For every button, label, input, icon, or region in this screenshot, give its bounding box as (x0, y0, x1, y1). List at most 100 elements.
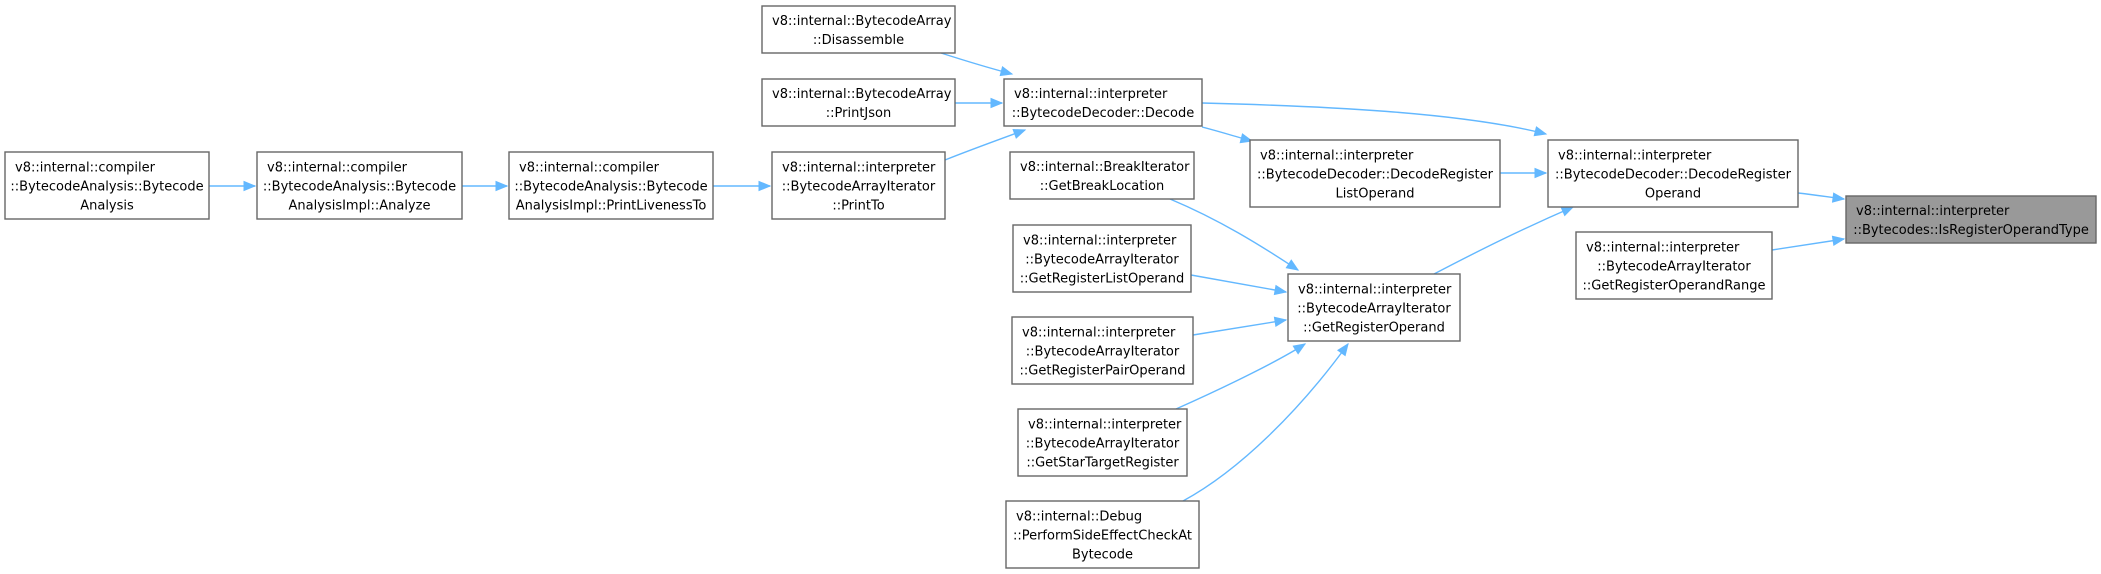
node-label-line: v8::internal::BytecodeArray (772, 14, 952, 29)
node-decoder-decode[interactable]: v8::internal::interpreter::BytecodeDecod… (1003, 78, 1203, 127)
node-get-register-list-operand[interactable]: v8::internal::interpreter::BytecodeArray… (1012, 224, 1192, 293)
node-label-line: ::GetStarTargetRegister (1026, 456, 1179, 471)
node-label-line: ::BytecodeArrayIterator (1597, 260, 1751, 275)
node-label-line: v8::internal::interpreter (1856, 204, 2010, 219)
node-label-line: v8::internal::interpreter (1558, 149, 1712, 164)
edge-print_liveness_to-to-print_to (713, 180, 772, 192)
node-label-line: ::GetBreakLocation (1040, 179, 1164, 194)
edge-arrowhead (758, 180, 772, 192)
node-perform-side-effect-check[interactable]: v8::internal::Debug::PerformSideEffectCh… (1005, 500, 1200, 569)
edge-arrowhead (243, 180, 257, 192)
edge-line (1433, 206, 1574, 275)
node-box (771, 151, 946, 220)
node-get-register-operand-range[interactable]: v8::internal::interpreter::BytecodeArray… (1575, 231, 1773, 300)
node-label-line: v8::internal::BytecodeArray (772, 87, 952, 102)
edge-get_star_target_register-to-get_register_operand (1175, 343, 1307, 410)
node-box (1012, 224, 1192, 293)
node-print-json[interactable]: v8::internal::BytecodeArray::PrintJson (761, 78, 956, 127)
node-label-line: v8::internal::interpreter (1023, 234, 1177, 249)
node-label-line: AnalysisImpl::Analyze (289, 199, 431, 214)
edge-arrowhead (1273, 316, 1288, 328)
edge-get_register_list_operand-to-get_register_operand (1190, 274, 1288, 296)
node-label-line: ::Disassemble (813, 33, 904, 48)
node-label-line: Analysis (80, 199, 134, 214)
edge-line (1190, 274, 1287, 293)
node-label-line: ::BytecodeArrayIterator (782, 180, 936, 195)
node-label-line: v8::internal::interpreter (1014, 87, 1168, 102)
node-label-line: Bytecode (1072, 548, 1133, 563)
node-label-line: ::BytecodeArrayIterator (1026, 437, 1180, 452)
node-box (1287, 273, 1461, 342)
node-box (761, 78, 956, 127)
node-label-line: ::BytecodeAnalysis::Bytecode (514, 180, 707, 195)
node-is-register-operand-type[interactable]: v8::internal::interpreter::Bytecodes::Is… (1845, 195, 2097, 244)
node-label-line: ::GetRegisterPairOperand (1020, 364, 1186, 379)
node-label-line: ::BytecodeDecoder::DecodeRegister (1257, 168, 1494, 183)
node-print-to[interactable]: v8::internal::interpreter::BytecodeArray… (771, 151, 946, 220)
node-label-line: v8::internal::interpreter (1022, 326, 1176, 341)
node-box (1547, 139, 1799, 208)
edge-arrowhead (1273, 284, 1288, 296)
node-box (761, 5, 956, 54)
node-label-line: ::GetRegisterOperand (1303, 321, 1445, 336)
node-get-star-target-register[interactable]: v8::internal::interpreter::BytecodeArray… (1017, 408, 1188, 477)
edge-arrowhead (1831, 235, 1846, 246)
edge-line (1169, 198, 1299, 271)
edge-bytecode_analysis-to-analysis_impl_analyze (209, 180, 257, 192)
node-label-line: v8::internal::compiler (267, 161, 408, 176)
node-label-line: v8::internal::interpreter (1028, 418, 1182, 433)
node-print-liveness-to[interactable]: v8::internal::compiler::BytecodeAnalysis… (508, 151, 714, 220)
node-label-line: v8::internal::interpreter (782, 161, 936, 176)
node-label-line: ::PrintTo (832, 199, 884, 214)
node-label-line: ::PrintJson (826, 106, 891, 121)
node-label-line: AnalysisImpl::PrintLivenessTo (516, 199, 707, 214)
node-label-line: v8::internal::compiler (15, 161, 156, 176)
node-decode-register-operand[interactable]: v8::internal::interpreter::BytecodeDecod… (1547, 139, 1799, 208)
node-label-line: ::BytecodeAnalysis::Bytecode (263, 180, 456, 195)
node-label-line: ::GetRegisterOperandRange (1583, 279, 1766, 294)
edge-perform_side_effect_check-to-get_register_operand (1182, 342, 1349, 502)
node-label-line: ::BytecodeAnalysis::Bytecode (10, 180, 203, 195)
node-box (1003, 78, 1203, 127)
node-label-line: v8::internal::interpreter (1260, 149, 1414, 164)
edge-analysis_impl_analyze-to-print_liveness_to (462, 180, 509, 192)
node-analysis-impl-analyze[interactable]: v8::internal::compiler::BytecodeAnalysis… (256, 151, 463, 220)
node-box (256, 151, 463, 220)
nodes-layer: v8::internal::interpreter::Bytecodes::Is… (4, 5, 2097, 569)
edges-layer (209, 52, 1846, 502)
node-label-line: ListOperand (1335, 187, 1414, 202)
node-bytecode-analysis[interactable]: v8::internal::compiler::BytecodeAnalysis… (4, 151, 210, 220)
edge-get_break_location-to-get_register_operand (1169, 198, 1300, 271)
node-label-line: v8::internal::BreakIterator (1020, 160, 1190, 175)
node-get-break-location[interactable]: v8::internal::BreakIterator::GetBreakLoc… (1009, 151, 1195, 200)
edge-line (1201, 102, 1547, 135)
node-label-line: ::BytecodeArrayIterator (1026, 345, 1180, 360)
node-disassemble[interactable]: v8::internal::BytecodeArray::Disassemble (761, 5, 956, 54)
node-decode-register-list-operand[interactable]: v8::internal::interpreter::BytecodeDecod… (1249, 139, 1501, 208)
edge-arrowhead (1560, 206, 1575, 217)
edge-print_json-to-decoder_decode (955, 97, 1004, 109)
edge-print_to-to-decoder_decode (944, 129, 1027, 161)
edge-decode_register_list_operand-to-decode_register_operand (1500, 167, 1548, 179)
node-box (1017, 408, 1188, 477)
edge-arrowhead (1239, 133, 1254, 144)
node-label-line: ::BytecodeArrayIterator (1297, 302, 1451, 317)
edge-line (1175, 343, 1306, 410)
node-label-line: v8::internal::interpreter (1298, 283, 1452, 298)
edge-arrowhead (495, 180, 509, 192)
edge-get_register_operand-to-decode_register_operand (1433, 206, 1575, 275)
node-box (1249, 139, 1501, 208)
node-label-line: ::BytecodeDecoder::Decode (1012, 106, 1194, 121)
edge-arrowhead (999, 66, 1014, 77)
node-box (508, 151, 714, 220)
edge-decode_register_operand-to-is_register_operand_type (1797, 192, 1846, 203)
node-get-register-pair-operand[interactable]: v8::internal::interpreter::BytecodeArray… (1011, 316, 1194, 385)
node-label-line: ::BytecodeDecoder::DecodeRegister (1555, 168, 1792, 183)
edge-arrowhead (990, 97, 1004, 109)
node-label-line: v8::internal::Debug (1016, 510, 1142, 525)
node-box (4, 151, 210, 220)
node-get-register-operand[interactable]: v8::internal::interpreter::BytecodeArray… (1287, 273, 1461, 342)
edge-arrowhead (1831, 192, 1846, 203)
node-label-line: ::BytecodeArrayIterator (1025, 253, 1179, 268)
